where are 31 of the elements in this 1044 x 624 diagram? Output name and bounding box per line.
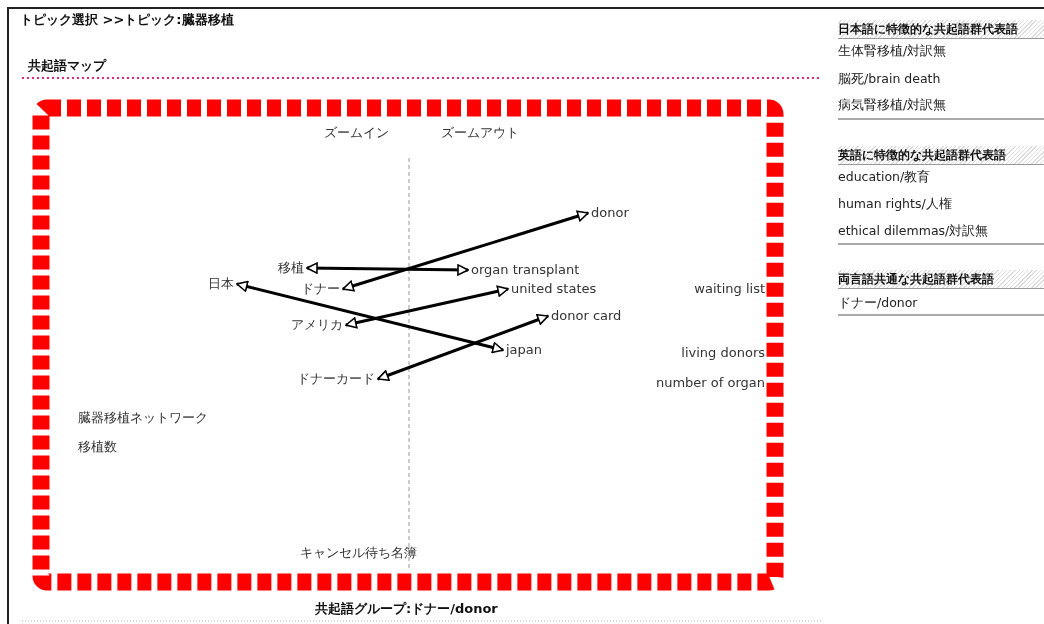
map-term: waiting list bbox=[694, 281, 765, 297]
list-item: ドナー/donor bbox=[838, 296, 918, 310]
arrow bbox=[345, 285, 509, 329]
list-item: 脳死/brain death bbox=[838, 72, 941, 86]
arrow bbox=[377, 314, 549, 381]
zoom-in-link: ズームイン bbox=[324, 125, 389, 141]
list-item: education/教育 bbox=[838, 170, 931, 184]
map-term: 臓器移植ネットワーク bbox=[78, 410, 208, 426]
map-term: number of organ bbox=[655, 375, 765, 391]
group-title: 共起語グループ:ドナー/donor bbox=[315, 601, 498, 617]
arrow bbox=[306, 262, 469, 276]
list-item: ethical dilemmas/対訳無 bbox=[838, 224, 989, 238]
arrow bbox=[342, 210, 589, 292]
arrow bbox=[236, 280, 504, 354]
list-item: 生体腎移植/対訳無 bbox=[838, 44, 947, 58]
section-header: 英語に特徴的な共起語群代表語 bbox=[838, 146, 1044, 165]
breadcrumb: トピック選択 >>トピック:臓器移植 bbox=[20, 12, 234, 28]
section-header: 日本語に特徴的な共起語群代表語 bbox=[838, 20, 1044, 39]
section-title: 共起語マップ bbox=[28, 58, 106, 74]
map-term: キャンセル待ち名簿 bbox=[300, 545, 417, 561]
map-term: アメリカ bbox=[290, 317, 344, 333]
zoom-out-link: ズームアウト bbox=[441, 125, 519, 141]
map-term: living donors bbox=[681, 345, 765, 361]
map-term: organ transplant bbox=[470, 262, 581, 278]
map-term: 移植 bbox=[277, 260, 305, 276]
map-term: japan bbox=[505, 342, 544, 358]
map-term: 日本 bbox=[207, 276, 235, 292]
map-term: 移植数 bbox=[78, 439, 117, 455]
list-item: 病気腎移植/対訳無 bbox=[838, 98, 947, 112]
list-item: human rights/人権 bbox=[838, 197, 952, 211]
section-header: 両言語共通な共起語群代表語 bbox=[838, 270, 1044, 289]
